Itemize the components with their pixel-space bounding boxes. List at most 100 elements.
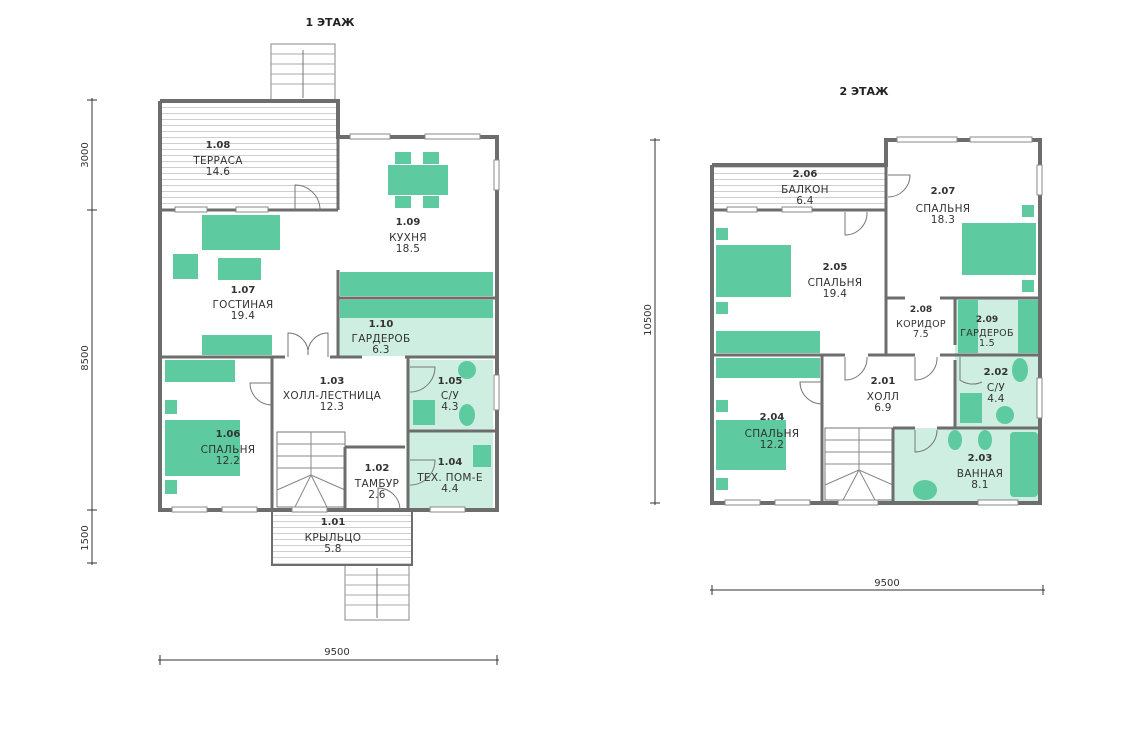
boiler-icon	[473, 445, 491, 467]
room-name: ХОЛЛ	[867, 391, 899, 403]
tv-stand-icon	[202, 335, 272, 355]
room-number: 1.03	[320, 376, 345, 387]
room-area: 6.9	[874, 402, 892, 414]
terrace-floor	[160, 101, 338, 210]
room-number: 1.07	[231, 285, 256, 296]
bathtub-icon	[1010, 432, 1038, 497]
room-2-02: 2.02С/У4.4	[984, 367, 1009, 405]
closet-icon	[165, 360, 235, 382]
porch-floor	[272, 510, 412, 565]
dimension-label: 9500	[874, 578, 899, 589]
room-number: 2.05	[823, 262, 848, 273]
bed-icon	[165, 420, 240, 476]
room-number: 2.07	[931, 186, 956, 197]
dimension-label: 9500	[324, 647, 349, 658]
room-area: 12.2	[216, 455, 241, 467]
dimension-lines-floor-2: 10500 9500	[643, 138, 1045, 595]
room-area: 18.5	[396, 243, 421, 255]
room-number: 1.09	[396, 217, 421, 228]
walls-floor-1	[158, 99, 499, 566]
room-area: 4.4	[441, 483, 459, 495]
room-area: 18.3	[931, 214, 956, 226]
dimension-label: 3000	[80, 142, 91, 167]
room-area: 2.6	[368, 489, 386, 501]
room-number: 2.03	[968, 453, 993, 464]
kitchen-counter-icon	[340, 272, 493, 296]
staircase	[824, 427, 894, 501]
room-number: 1.05	[438, 376, 463, 387]
room-name: ВАННАЯ	[957, 468, 1003, 480]
closet-icon	[716, 358, 820, 378]
room-number: 1.01	[321, 517, 346, 528]
sink-icon	[458, 361, 476, 379]
toilet-icon	[1012, 358, 1028, 382]
windows-floor-1	[171, 133, 500, 513]
tech-room-area	[408, 432, 493, 510]
doors-floor-2	[799, 174, 983, 453]
dining-table-icon	[388, 165, 448, 195]
wardrobe-rail-icon	[958, 300, 978, 353]
room-area: 1.5	[979, 338, 995, 349]
coffee-table-icon	[218, 258, 261, 280]
room-name: ГАРДЕРОБ	[352, 333, 411, 345]
nightstand-icon	[165, 400, 177, 414]
room-number: 2.02	[984, 367, 1009, 378]
room-name: СПАЛЬНЯ	[808, 277, 863, 289]
room-area: 6.4	[796, 195, 814, 207]
armchair-icon	[173, 254, 198, 279]
room-name: ТЕХ. ПОМ-Е	[416, 472, 483, 484]
staircase	[276, 431, 346, 508]
room-area: 8.1	[971, 479, 989, 491]
room-number: 1.06	[216, 429, 241, 440]
dimension-lines-floor-1: 3000 8500 1500 9500	[80, 98, 499, 665]
wardrobe-rail-icon	[1018, 300, 1038, 353]
room-name: КОРИДОР	[896, 319, 946, 330]
room-name: С/У	[987, 382, 1005, 394]
nightstand-icon	[1022, 205, 1034, 217]
sink-icon	[996, 406, 1014, 424]
bed-icon	[962, 223, 1036, 275]
floor-1-title: 1 ЭТАЖ	[305, 16, 355, 29]
shower-icon	[413, 400, 435, 425]
room-name: ХОЛЛ-ЛЕСТНИЦА	[283, 390, 382, 402]
doors-floor-1	[249, 184, 436, 511]
room-area: 5.8	[324, 543, 342, 555]
room-name: ТАМБУР	[354, 478, 399, 490]
room-name: СПАЛЬНЯ	[201, 444, 256, 456]
nightstand-icon	[716, 400, 728, 412]
dimension-label: 8500	[80, 345, 91, 370]
balcony-floor	[712, 165, 886, 210]
room-area: 12.3	[320, 401, 345, 413]
room-area: 14.6	[206, 166, 231, 178]
bed-icon	[716, 245, 791, 297]
room-number: 2.08	[910, 305, 932, 315]
room-name: ТЕРРАСА	[192, 155, 243, 167]
nightstand-icon	[716, 302, 728, 314]
room-1-05: 1.05С/У4.3	[438, 376, 463, 413]
room-area: 12.2	[760, 439, 785, 451]
room-number: 2.09	[976, 315, 998, 325]
room-area: 6.3	[372, 344, 390, 356]
room-area: 4.4	[987, 393, 1005, 405]
floor-1-plan: 1 ЭТАЖ	[80, 16, 500, 665]
room-name: СПАЛЬНЯ	[916, 203, 971, 215]
wardrobe-rail-icon	[340, 300, 493, 318]
room-number: 2.01	[871, 376, 896, 387]
nightstand-icon	[716, 228, 728, 240]
room-number: 2.06	[793, 169, 818, 180]
windows-floor-2	[724, 136, 1043, 506]
